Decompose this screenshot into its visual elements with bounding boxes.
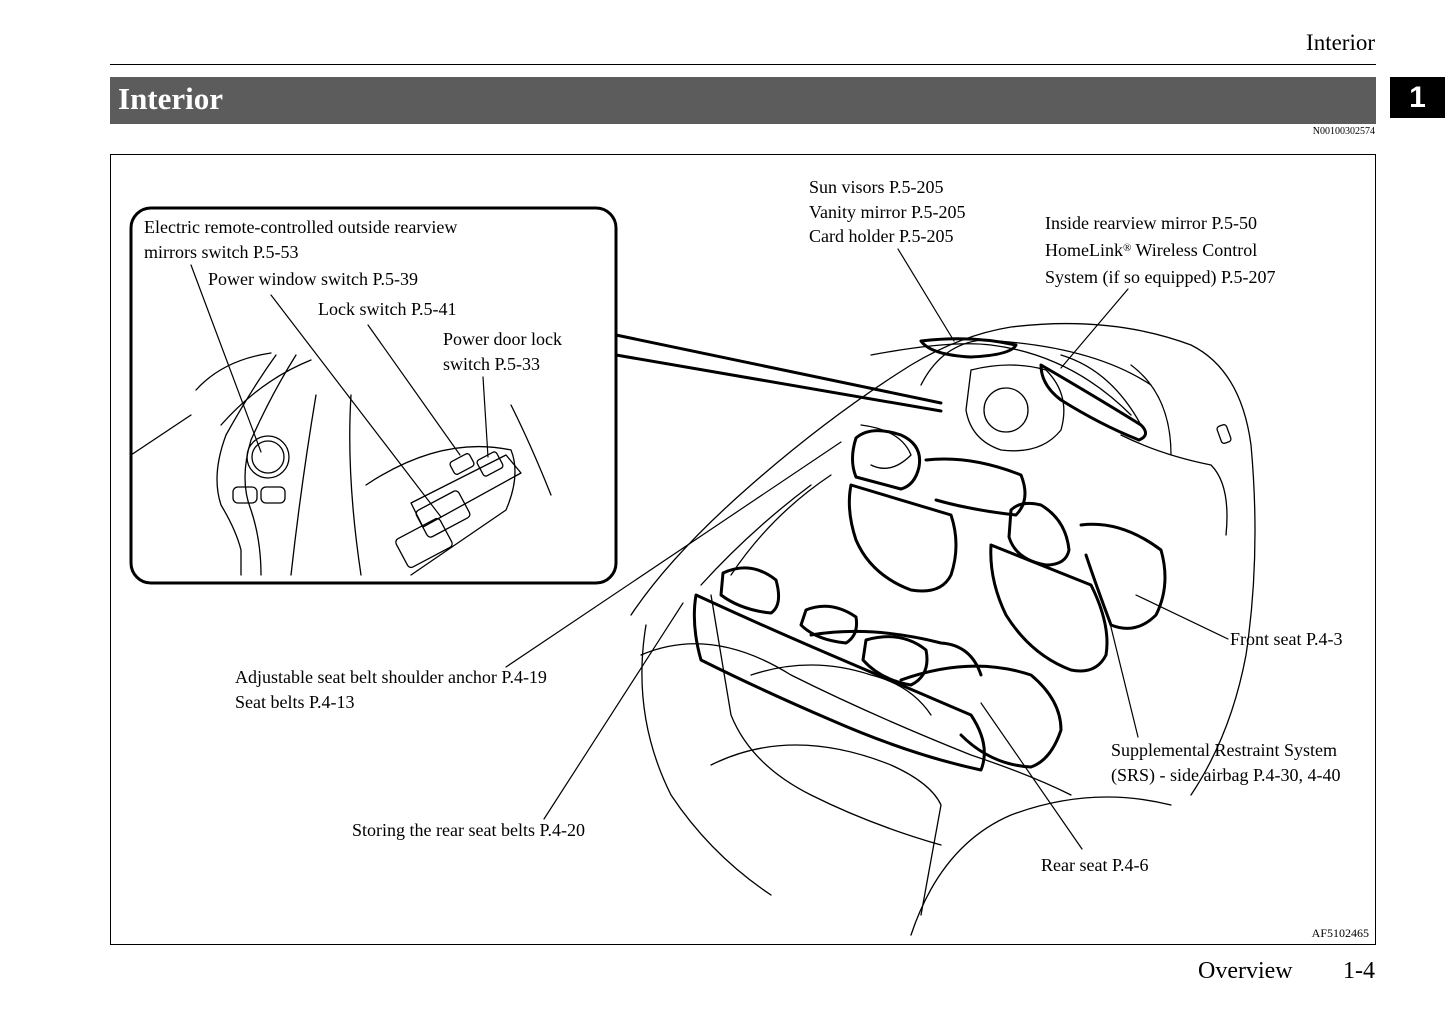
figure-frame: Electric remote-controlled outside rearv… xyxy=(110,154,1376,945)
leader-lines xyxy=(190,248,1229,850)
page-number: 1-4 xyxy=(1343,958,1375,984)
label-mirrors-switch-line1: Electric remote-controlled outside rearv… xyxy=(144,217,458,237)
label-homelink-cont: Wireless Control xyxy=(1131,240,1258,260)
section-title: Interior xyxy=(118,81,224,116)
label-storing-rear-belts: Storing the rear seat belts P.4-20 xyxy=(352,820,585,840)
label-inside-mirror: Inside rearview mirror P.5-50 xyxy=(1045,213,1257,233)
label-srs-line1: Supplemental Restraint System xyxy=(1111,740,1337,760)
label-srs-line2: (SRS) - side airbag P.4-30, 4-40 xyxy=(1111,764,1341,785)
running-head: Interior xyxy=(1306,30,1375,55)
label-front-seat: Front seat P.4-3 xyxy=(1230,629,1343,649)
chapter-tab: 1 xyxy=(1390,77,1445,118)
visor-mirror xyxy=(919,337,1147,442)
label-power-door-lock-line1: Power door lock xyxy=(443,329,562,349)
label-seat-belt-anchor: Adjustable seat belt shoulder anchor P.4… xyxy=(235,665,547,714)
label-lock-switch: Lock switch P.5-41 xyxy=(318,299,457,319)
label-power-window-switch: Power window switch P.5-39 xyxy=(208,269,418,289)
section-title-bar: Interior xyxy=(110,77,1376,124)
label-vanity-mirror: Vanity mirror P.5-205 xyxy=(809,201,966,222)
label-seat-belts: Seat belts P.4-13 xyxy=(235,691,355,712)
label-homelink: HomeLink xyxy=(1045,240,1123,260)
label-rear-seat: Rear seat P.4-6 xyxy=(1041,855,1149,875)
label-inside-mirror-homelink: Inside rearview mirror P.5-50 HomeLink® … xyxy=(1045,210,1275,291)
document-id: N00100302574 xyxy=(1312,126,1375,137)
figure-id: AF5102465 xyxy=(1311,926,1369,940)
label-mirrors-switch-line2: mirrors switch P.5-53 xyxy=(144,241,299,262)
label-srs: Supplemental Restraint System (SRS) - si… xyxy=(1111,738,1340,787)
interior-illustration xyxy=(129,206,1256,936)
label-shoulder-anchor: Adjustable seat belt shoulder anchor P.4… xyxy=(235,667,547,687)
car-cutaway xyxy=(630,322,1256,936)
door-switch-inset xyxy=(129,206,943,585)
label-power-door-lock: Power door lock switch P.5-33 xyxy=(443,327,562,376)
footer-section: Overview xyxy=(1198,958,1293,984)
header-rule xyxy=(110,64,1376,65)
label-card-holder: Card holder P.5-205 xyxy=(809,226,954,246)
seats xyxy=(692,429,1167,772)
registered-mark: ® xyxy=(1123,242,1132,254)
label-mirrors-switch: Electric remote-controlled outside rearv… xyxy=(144,215,457,264)
label-visors: Sun visors P.5-205 Vanity mirror P.5-205… xyxy=(809,175,966,249)
label-homelink-line2: System (if so equipped) P.5-207 xyxy=(1045,267,1276,287)
label-power-door-lock-line2: switch P.5-33 xyxy=(443,353,541,374)
label-sun-visors: Sun visors P.5-205 xyxy=(809,177,944,197)
